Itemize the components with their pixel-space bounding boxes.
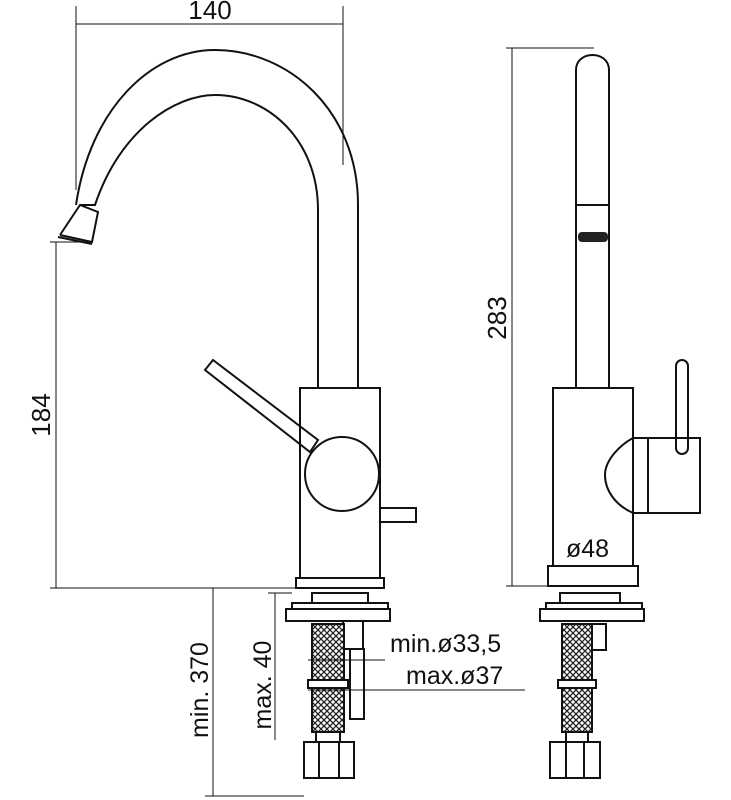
front-body — [299, 387, 381, 579]
front-view — [57, 48, 417, 779]
dim-base-diameter: ø48 — [566, 535, 609, 563]
side-lever — [675, 359, 689, 455]
dim-deck-min: min. 370 — [186, 642, 214, 738]
side-base-ring — [547, 565, 639, 587]
dim-total-height: 283 — [482, 296, 512, 339]
front-spout — [59, 48, 359, 389]
side-mounting — [539, 592, 645, 779]
dim-hole-min: min.ø33,5 — [390, 630, 501, 658]
dim-width-top: 140 — [188, 0, 231, 25]
side-aerator — [578, 232, 608, 242]
dim-deck-max: max. 40 — [249, 641, 277, 730]
front-mounting — [285, 592, 391, 779]
side-view — [539, 54, 701, 779]
front-dimensions: 140 184 min. 370 max. 40 min.ø33,5 max.ø… — [26, 0, 525, 797]
dim-hole-max: max.ø37 — [406, 662, 503, 690]
front-knob — [304, 436, 380, 512]
side-lever-housing — [603, 437, 649, 514]
side-spout — [575, 54, 610, 388]
side-dimensions: 283 ø48 — [482, 47, 609, 587]
front-lever — [203, 358, 320, 454]
front-base-ring — [295, 577, 385, 589]
front-popup-rod — [379, 507, 417, 523]
dim-spout-height: 184 — [26, 393, 56, 436]
